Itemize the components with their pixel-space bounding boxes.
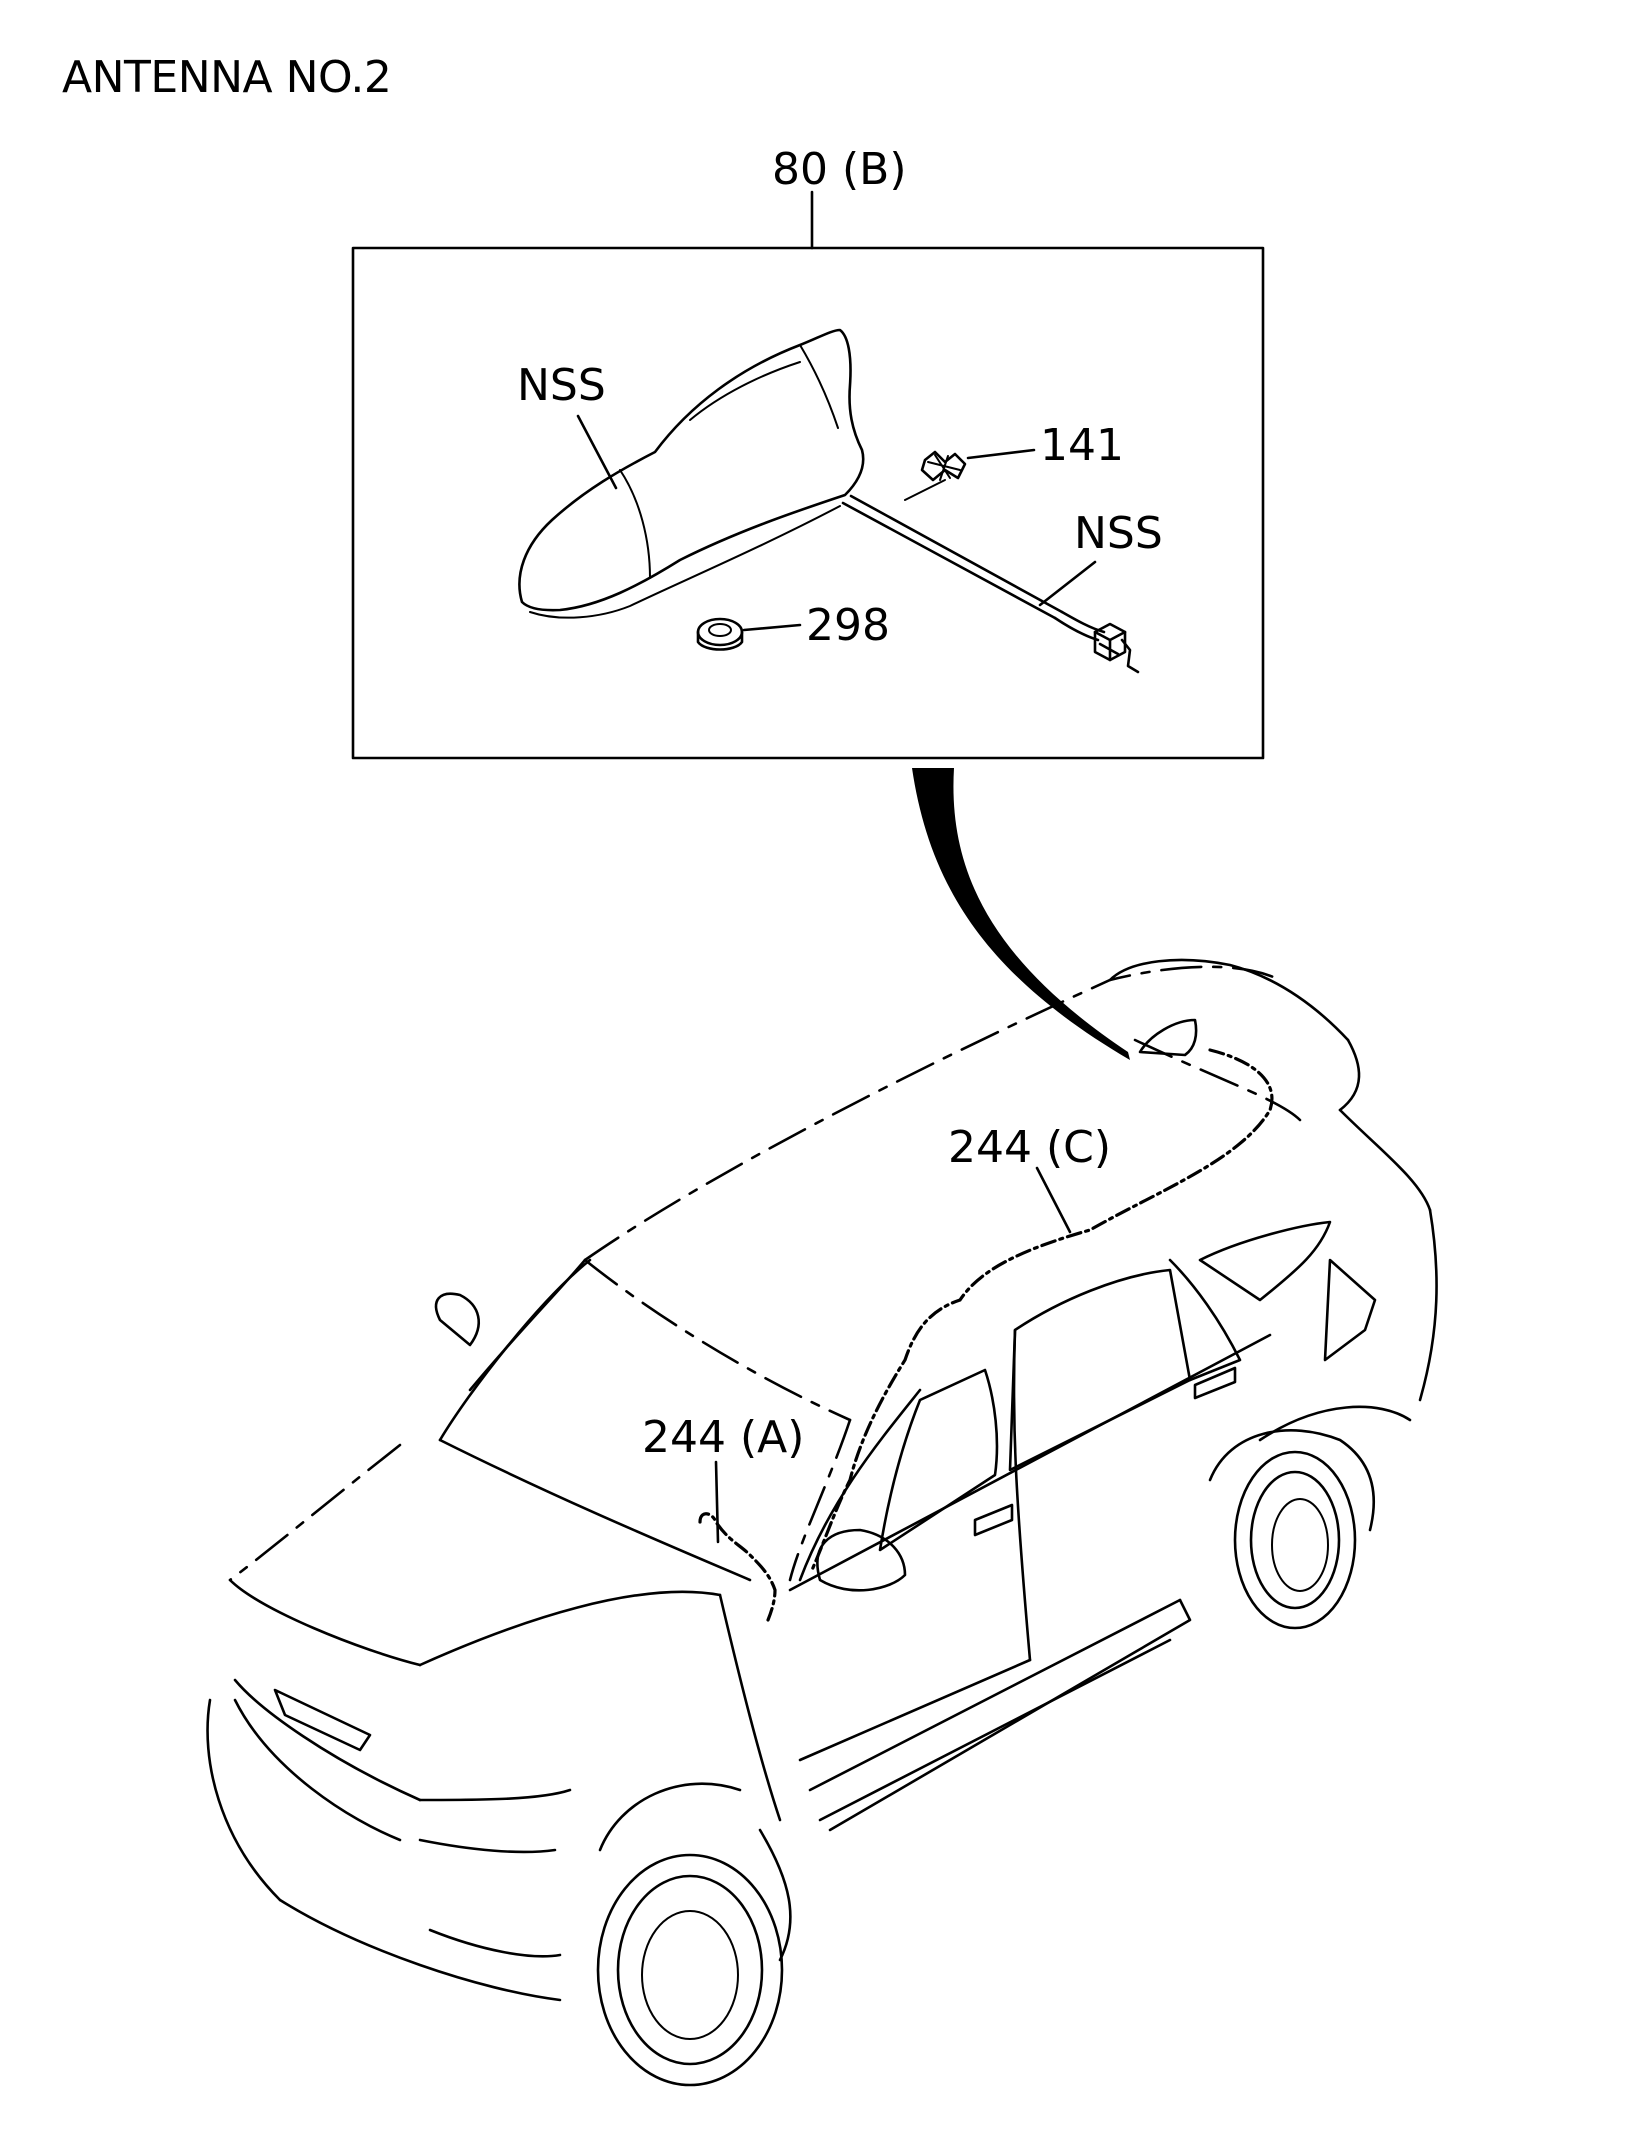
antenna-cable: [841, 494, 1140, 674]
label-grommet-298: 298: [806, 600, 890, 651]
location-pointer: [912, 768, 1130, 1060]
inset-detail: 80 (B): [351, 144, 1265, 760]
front-door-handle: [973, 1503, 1014, 1537]
label-harness-244c: 244 (C): [948, 1122, 1111, 1173]
shark-fin-antenna: [518, 328, 865, 619]
antenna-nss-leader: [576, 414, 618, 490]
label-clip-141: 141: [1040, 420, 1124, 471]
rear-door-handle: [1193, 1366, 1237, 1400]
page-title: ANTENNA NO.2: [62, 52, 392, 103]
label-assembly-80b: 80 (B): [772, 144, 907, 195]
cable-nss-leader: [1038, 560, 1097, 607]
roof-antenna-location: [1138, 1018, 1198, 1057]
front-wheel: [596, 1853, 784, 2087]
rear-wheel: [1233, 1450, 1357, 1630]
grommet-298: [696, 617, 802, 651]
connector-plug: [1093, 622, 1140, 674]
clip-leader: [966, 448, 1036, 460]
label-harness-244a: 244 (A): [642, 1412, 804, 1463]
clip-141: [904, 448, 1036, 501]
harness-a-leader: [714, 1460, 720, 1544]
side-mirror-left: [434, 1292, 480, 1347]
label-antenna-nss: NSS: [517, 360, 606, 411]
harness-244c: [810, 1048, 1274, 1572]
label-cable-nss: NSS: [1074, 508, 1163, 559]
grommet-leader: [742, 623, 802, 632]
harness-244a: [698, 1512, 777, 1622]
harness-c-leader: [1035, 1166, 1072, 1234]
inset-frame: [351, 246, 1265, 760]
vehicle-outline: [206, 958, 1438, 2087]
side-mirror-right: [816, 1528, 907, 1592]
